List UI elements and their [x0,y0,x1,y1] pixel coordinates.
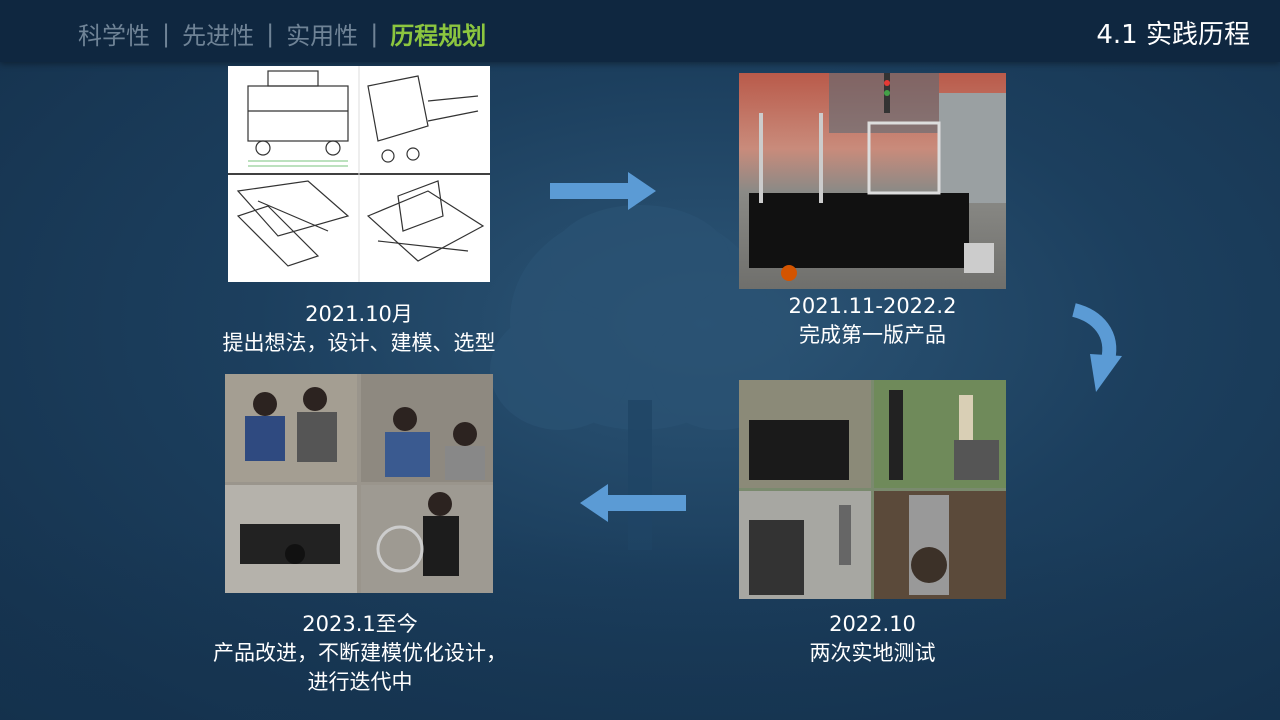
section-tabs: 科学性 | 先进性 | 实用性 | 历程规划 [78,16,486,51]
tab-practical[interactable]: 实用性 [286,22,359,50]
team-work-collage-illustration [225,374,493,593]
milestone-2-description: 完成第一版产品 [799,323,946,347]
milestone-2-label: 2021.11-2022.2 完成第一版产品 [720,292,1025,350]
first-version-product-photo [739,73,1006,289]
field-test-collage-illustration [739,380,1006,599]
top-navigation-bar: 科学性 | 先进性 | 实用性 | 历程规划 4.1 实践历程 [0,0,1280,62]
tab-advanced[interactable]: 先进性 [182,22,255,50]
milestone-4-date: 2023.1至今 [302,612,418,636]
arrow-right-icon [550,172,656,210]
background-tree-decoration [490,205,790,550]
milestone-4-label: 2023.1至今 产品改进，不断建模优化设计， 进行迭代中 [195,610,525,697]
design-cad-drawings-image [228,66,490,282]
tab-separator: | [370,19,379,48]
milestone-4-description: 产品改进，不断建模优化设计， [213,641,507,665]
milestone-1-date: 2021.10月 [305,302,413,326]
milestone-1-description: 提出想法，设计、建模、选型 [222,331,496,355]
tab-roadmap[interactable]: 历程规划 [390,22,487,50]
cad-drawing-sketch [228,66,490,282]
milestone-2-date: 2021.11-2022.2 [788,294,957,318]
milestone-4-description-line2: 进行迭代中 [307,670,413,694]
team-improvement-photo-collage [225,374,493,593]
milestone-1-label: 2021.10月 提出想法，设计、建模、选型 [200,300,518,358]
milestone-3-date: 2022.10 [829,612,916,636]
product-machine-illustration [749,73,1006,281]
milestone-3-description: 两次实地测试 [809,641,936,665]
tab-separator: | [266,19,275,48]
tab-separator: | [162,19,171,48]
arrow-left-icon [580,484,686,522]
background-ground-fade [0,530,1280,720]
tab-scientific[interactable]: 科学性 [78,22,150,50]
milestone-3-label: 2022.10 两次实地测试 [720,610,1025,668]
section-title: 4.1 实践历程 [1096,20,1250,50]
arrow-curved-down-icon [1071,303,1122,392]
field-test-photo-collage [739,380,1006,599]
